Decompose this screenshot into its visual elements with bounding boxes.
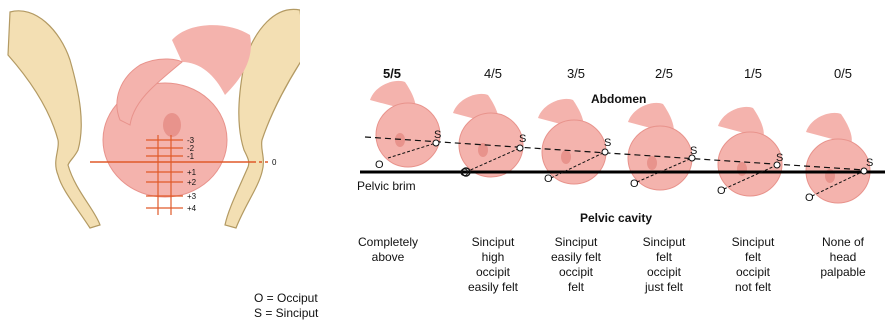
occiput-marker: O: [460, 167, 469, 179]
occiput-marker: O: [544, 173, 553, 185]
abdomen-line: [365, 137, 865, 170]
station-label: +2: [187, 178, 197, 187]
sinciput-marker: S: [519, 133, 526, 145]
pelvic-brim-label: Pelvic brim: [357, 179, 416, 193]
head-0-5: [806, 113, 870, 203]
fifth-label: 4/5: [453, 66, 533, 81]
station-label: +3: [187, 192, 197, 201]
sinciput-marker: S: [604, 137, 611, 149]
sinciput-marker: S: [690, 145, 697, 157]
station-label: -1: [187, 152, 195, 161]
fifth-description: None of head palpable: [798, 235, 885, 280]
occiput-marker: O: [717, 185, 726, 197]
pelvic-cavity-label: Pelvic cavity: [580, 211, 652, 225]
occiput-marker: O: [375, 159, 384, 171]
pelvis-station-diagram: -3 -2 -1 +1 +2 +3 +4 0: [0, 0, 300, 324]
fifth-label: 0/5: [803, 66, 883, 81]
head-5-5: [370, 81, 440, 167]
abdomen-label: Abdomen: [591, 92, 646, 106]
fifth-label: 2/5: [624, 66, 704, 81]
legend-sinciput: S = Sinciput: [254, 306, 318, 320]
fifth-description: Completely above: [343, 235, 433, 265]
fifth-label: 5/5: [352, 66, 432, 81]
occiput-marker: O: [805, 192, 814, 204]
left-pelvic-bone: [8, 11, 100, 228]
sinciput-marker: S: [434, 129, 441, 141]
fifth-description: Sinciput high occipit easily felt: [448, 235, 538, 295]
occiput-marker: O: [630, 178, 639, 190]
fetal-neck: [172, 25, 251, 95]
fifth-description: Sinciput felt occipit not felt: [708, 235, 798, 295]
head-4-5: [453, 94, 523, 177]
fifth-label: 3/5: [536, 66, 616, 81]
fifth-description: Sinciput easily felt occipit felt: [531, 235, 621, 295]
sinciput-marker: S: [866, 157, 873, 169]
fetal-ear: [163, 113, 181, 137]
fifth-description: Sinciput felt occipit just felt: [619, 235, 709, 295]
fifths-palpable-diagram: O S O S O S O S O S O S: [340, 0, 885, 230]
station-zero-label: 0: [272, 158, 277, 167]
sinciput-marker: S: [776, 152, 783, 164]
legend-occiput: O = Occiput: [254, 291, 318, 305]
fifth-label: 1/5: [713, 66, 793, 81]
head-1-5: [718, 107, 782, 196]
station-label: +1: [187, 168, 197, 177]
head-2-5: [628, 103, 692, 190]
station-label: +4: [187, 204, 197, 213]
